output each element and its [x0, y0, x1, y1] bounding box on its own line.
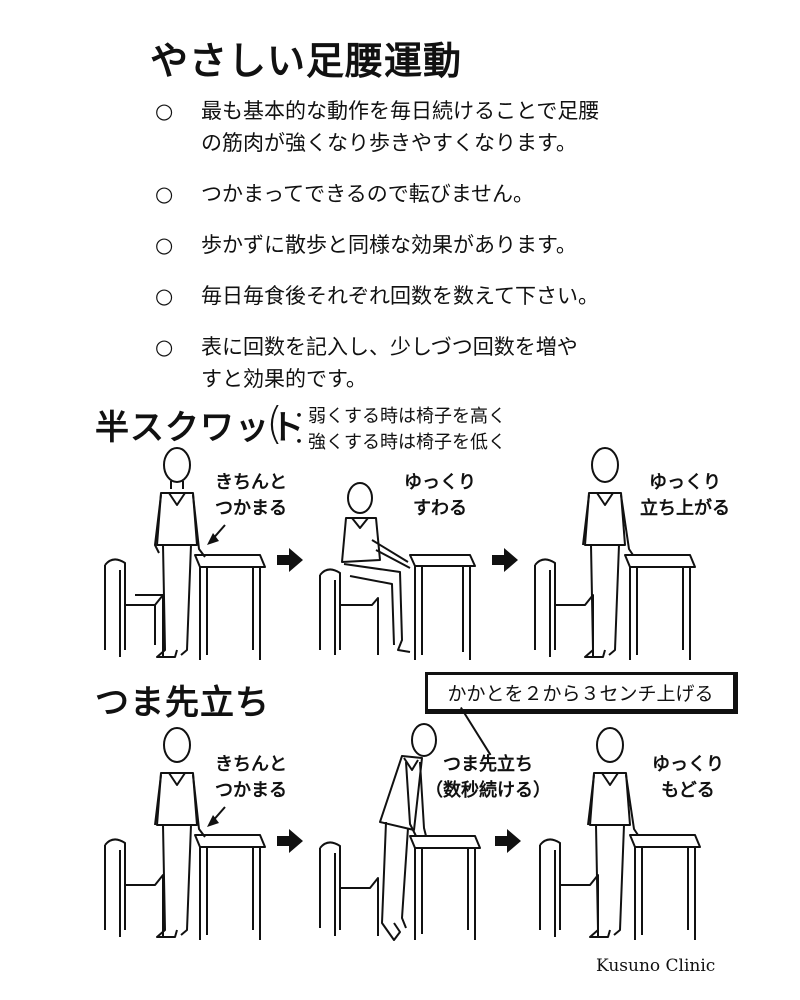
squat-note: ・弱くする時は椅子を高く: [290, 406, 506, 427]
step-caption: ゆっくり立ち上がる: [640, 472, 730, 519]
standing-person-illustration: [104, 727, 266, 940]
circle-bullet: ○: [155, 335, 174, 359]
bullet-line: すと効果的です。: [201, 367, 367, 391]
squat-notes: ・弱くする時は椅子を高く ・強くする時は椅子を低く: [290, 404, 506, 456]
standing-up-illustration: [534, 447, 696, 660]
clinic-name: Kusuno Clinic: [596, 956, 716, 976]
next-arrow-icon: [277, 548, 303, 572]
returning-person-illustration: [539, 727, 701, 940]
list-item: ○ つかまってできるので転びません。: [155, 178, 715, 210]
tip-box: かかとを２から３センチ上げる: [425, 672, 738, 714]
step-caption: ゆっくりすわる: [404, 472, 476, 519]
step-caption: きちんとつかまる: [215, 754, 287, 801]
step-caption: ゆっくりもどる: [652, 754, 724, 801]
benefit-list: ○ 最も基本的な動作を毎日続けることで足腰の筋肉が強くなり歩きやすくなります。 …: [155, 95, 715, 414]
brace-mark: (: [266, 398, 284, 449]
circle-bullet: ○: [155, 233, 174, 257]
circle-bullet: ○: [155, 182, 174, 206]
step-caption: つま先立ち（数秒続ける）: [425, 754, 551, 801]
tiptoe-person-illustration: [319, 723, 481, 941]
bullet-line: 毎日毎食後それぞれ回数を数えて下さい。: [201, 284, 599, 308]
bullet-line: 表に回数を記入し、少しづつ回数を増や: [201, 335, 578, 359]
tiptoe-title: つま先立ち: [95, 683, 270, 723]
list-item: ○ 毎日毎食後それぞれ回数を数えて下さい。: [155, 280, 715, 312]
sitting-person-illustration: [319, 482, 476, 660]
next-arrow-icon: [495, 829, 521, 853]
squat-note: ・強くする時は椅子を低く: [290, 432, 506, 453]
list-item: ○ 最も基本的な動作を毎日続けることで足腰の筋肉が強くなり歩きやすくなります。: [155, 95, 715, 159]
circle-bullet: ○: [155, 99, 174, 123]
half-squat-title: 半スクワット: [95, 408, 305, 448]
bullet-line: 歩かずに散歩と同様な効果があります。: [201, 233, 577, 257]
next-arrow-icon: [492, 548, 518, 572]
bullet-line: つかまってできるので転びません。: [201, 182, 535, 206]
step-caption: きちんとつかまる: [215, 472, 287, 519]
list-item: ○ 歩かずに散歩と同様な効果があります。: [155, 229, 715, 261]
bullet-line: の筋肉が強くなり歩きやすくなります。: [201, 131, 577, 155]
page-title: やさしい足腰運動: [150, 39, 463, 83]
standing-person-illustration: [104, 447, 266, 660]
list-item: ○ 表に回数を記入し、少しづつ回数を増やすと効果的です。: [155, 331, 715, 395]
next-arrow-icon: [277, 829, 303, 853]
circle-bullet: ○: [155, 284, 174, 308]
bullet-line: 最も基本的な動作を毎日続けることで足腰: [201, 99, 600, 123]
